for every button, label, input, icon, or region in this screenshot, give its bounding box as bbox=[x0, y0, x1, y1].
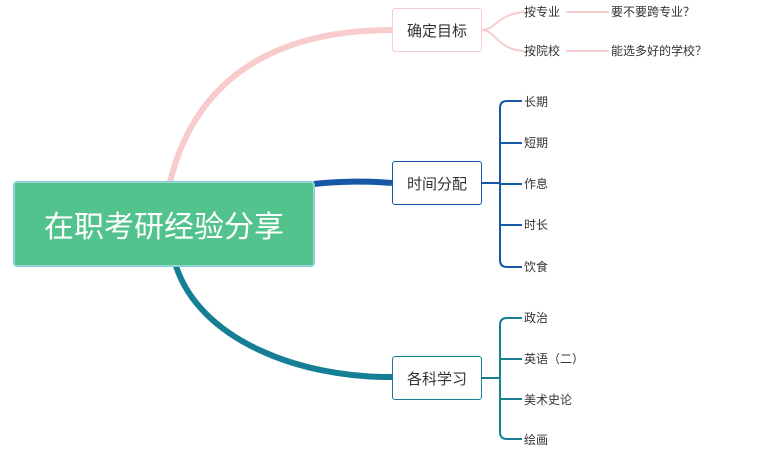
connector-study-bracket bbox=[482, 317, 522, 440]
subtopic-schedule[interactable]: 作息 bbox=[524, 177, 549, 191]
subtopic-english[interactable]: 英语（二） bbox=[524, 352, 585, 366]
subtopic-major-question[interactable]: 要不要跨专业？ bbox=[611, 5, 696, 19]
subtopic-diet[interactable]: 饮食 bbox=[524, 260, 549, 274]
subtopic-school-question[interactable]: 能选多好的学校？ bbox=[611, 44, 708, 58]
connector-root-time bbox=[313, 178, 393, 187]
subtopic-duration[interactable]: 时长 bbox=[524, 218, 549, 232]
connector-goal-major bbox=[481, 11, 525, 31]
subtopic-major[interactable]: 按专业 bbox=[524, 5, 561, 19]
connector-root-goal bbox=[167, 27, 393, 183]
root-topic[interactable]: 在职考研经验分享 bbox=[13, 181, 315, 267]
connector-goal-school bbox=[481, 29, 525, 52]
subtopic-painting[interactable]: 绘画 bbox=[524, 433, 549, 447]
subtopic-school[interactable]: 按院校 bbox=[524, 44, 561, 58]
topic-goal[interactable]: 确定目标 bbox=[392, 8, 482, 52]
subtopic-short-term[interactable]: 短期 bbox=[524, 136, 549, 150]
subtopic-politics[interactable]: 政治 bbox=[524, 311, 549, 325]
subtopic-long-term[interactable]: 长期 bbox=[524, 95, 549, 109]
topic-time[interactable]: 时间分配 bbox=[392, 161, 482, 205]
subtopic-art-history[interactable]: 美术史论 bbox=[524, 393, 573, 407]
connector-time-bracket bbox=[482, 100, 522, 268]
connector-root-study bbox=[173, 265, 393, 381]
topic-study[interactable]: 各科学习 bbox=[392, 356, 482, 400]
